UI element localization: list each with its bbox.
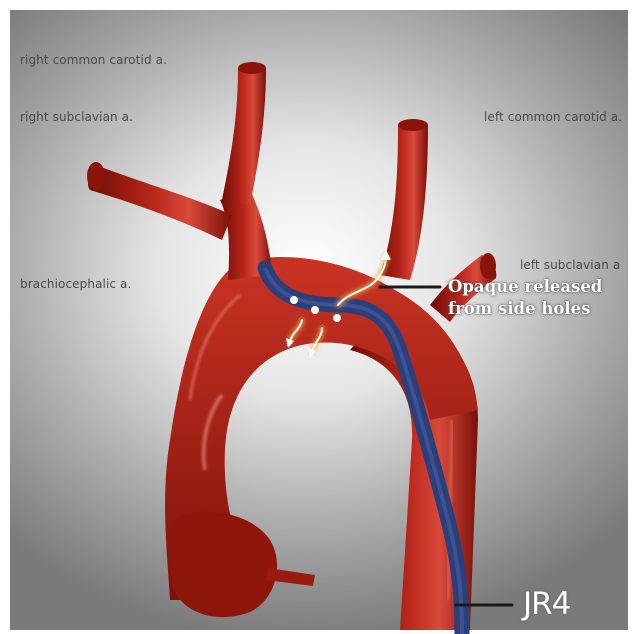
catheter-label: JR4: [523, 586, 570, 622]
label-left-common-carotid: left common carotid a.: [484, 110, 622, 124]
aortic-root: [167, 512, 277, 617]
callout-text: Opaque released from side holes: [448, 276, 602, 320]
callout-line-2: from side holes: [448, 298, 602, 320]
catheter-side-hole: [333, 314, 341, 322]
right-subclavian-artery: [88, 165, 232, 240]
catheter-side-hole: [290, 296, 298, 304]
label-right-common-carotid: right common carotid a.: [20, 53, 167, 67]
callout-line-1: Opaque released: [448, 276, 602, 298]
catheter-side-hole: [311, 306, 319, 314]
label-brachiocephalic: brachiocephalic a.: [20, 277, 131, 291]
label-right-subclavian: right subclavian a.: [20, 110, 133, 124]
right-common-carotid-artery: [222, 68, 266, 205]
label-left-subclavian: left subclavian a: [520, 258, 620, 272]
